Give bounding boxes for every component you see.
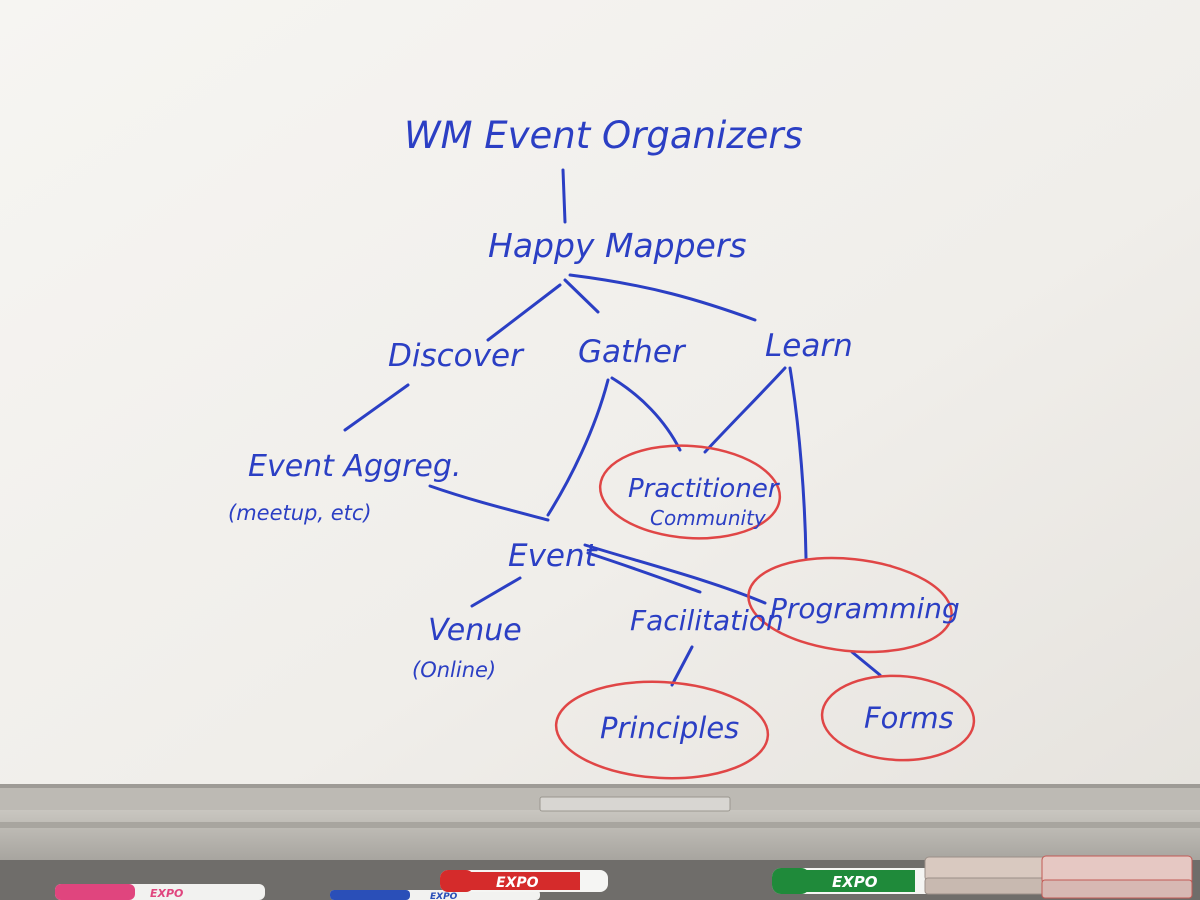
connector-learn-practitioner (703, 366, 787, 454)
node-event-aggreg: Event Aggreg. (248, 449, 461, 484)
eraser-stack[interactable] (924, 855, 1193, 899)
circle-programming (747, 556, 953, 654)
marker-group: EXPO EXPO EXPO EXPO (55, 855, 1193, 900)
marker-green[interactable]: EXPO (772, 868, 942, 894)
whiteboard-surface (0, 0, 1200, 785)
connector-discover-eventaggreg (343, 383, 410, 432)
marker-red[interactable]: EXPO (440, 870, 608, 892)
marker-red-brand: EXPO (496, 875, 539, 891)
node-practitioner-line1: Practitioner (628, 474, 781, 504)
connector-event-programming-2 (586, 551, 702, 594)
node-gather: Gather (578, 334, 687, 370)
node-event-aggreg-note: (meetup, etc) (228, 501, 372, 525)
connector-root-happy-mappers (561, 168, 567, 224)
connector-event-venue (470, 576, 522, 608)
node-venue-note: (Online) (412, 658, 496, 682)
node-principles: Principles (600, 711, 739, 745)
connector-happy-discover (486, 283, 562, 342)
circle-forms (820, 674, 976, 762)
node-root: WM Event Organizers (404, 114, 803, 157)
tree-connectors (343, 168, 882, 687)
marker-pink[interactable]: EXPO (55, 884, 265, 900)
eraser-holder (539, 796, 731, 812)
node-practitioner-line2: Community (650, 506, 767, 530)
connector-event-programming-1 (583, 543, 767, 605)
node-facilitation: Facilitation (630, 604, 784, 637)
node-happy-mappers: Happy Mappers (488, 226, 747, 265)
marker-green-brand: EXPO (832, 873, 878, 891)
node-event: Event (508, 538, 599, 574)
marker-blue[interactable]: EXPO (330, 890, 540, 900)
marker-blue-brand: EXPO (430, 892, 458, 900)
node-forms: Forms (864, 701, 954, 735)
node-programming: Programming (770, 592, 960, 625)
connector-eventaggreg-event (428, 484, 550, 522)
circle-practitioner-community (598, 444, 782, 540)
connector-programming-forms (850, 650, 882, 677)
connector-facilitation-principles (670, 645, 694, 687)
node-venue: Venue (428, 613, 522, 648)
node-discover: Discover (388, 338, 525, 374)
connector-gather-practitioner (610, 376, 682, 452)
connector-learn-programming (788, 366, 808, 560)
connector-gather-event (546, 378, 610, 517)
circle-principles (554, 680, 770, 780)
connector-happy-gather (563, 278, 600, 314)
node-learn: Learn (765, 328, 853, 364)
marker-pink-brand: EXPO (150, 887, 183, 900)
connector-happy-learn (568, 273, 757, 322)
